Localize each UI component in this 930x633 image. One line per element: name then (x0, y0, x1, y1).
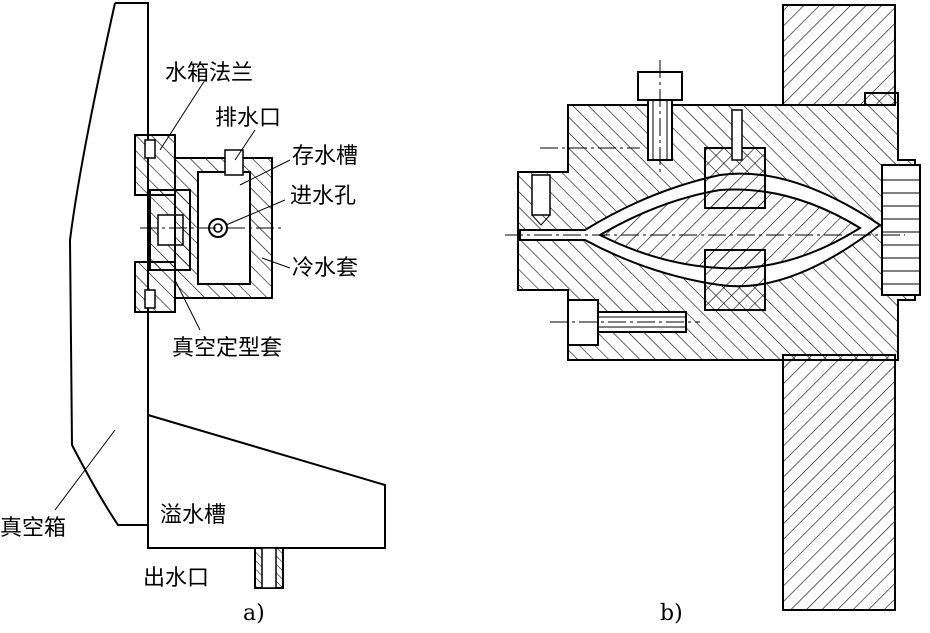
label-vacuum-tank: 真空箱 (0, 516, 66, 541)
label-inlet-hole: 进水孔 (290, 184, 356, 209)
support-plate-bottom (782, 354, 896, 611)
label-vacuum-sizing-sleeve: 真空定型套 (172, 336, 282, 361)
caption-a: a) (243, 601, 265, 626)
mandrel-cone (597, 188, 862, 270)
caption-b: b) (660, 601, 683, 626)
label-cooling-jacket: 冷水套 (292, 256, 358, 281)
label-water-groove: 存水槽 (292, 144, 358, 169)
support-plate-top (782, 4, 896, 106)
label-overflow-tank: 溢水槽 (160, 503, 226, 528)
label-outlet: 出水口 (143, 566, 209, 591)
figure-a: 水箱法兰 排水口 存水槽 进水孔 冷水套 真空定型套 真空箱 溢水槽 出水口 a… (0, 2, 386, 626)
label-flange: 水箱法兰 (165, 61, 253, 86)
label-drain-port: 排水口 (215, 106, 281, 131)
figure-b: b) (505, 4, 921, 626)
thread-ring (881, 164, 921, 296)
